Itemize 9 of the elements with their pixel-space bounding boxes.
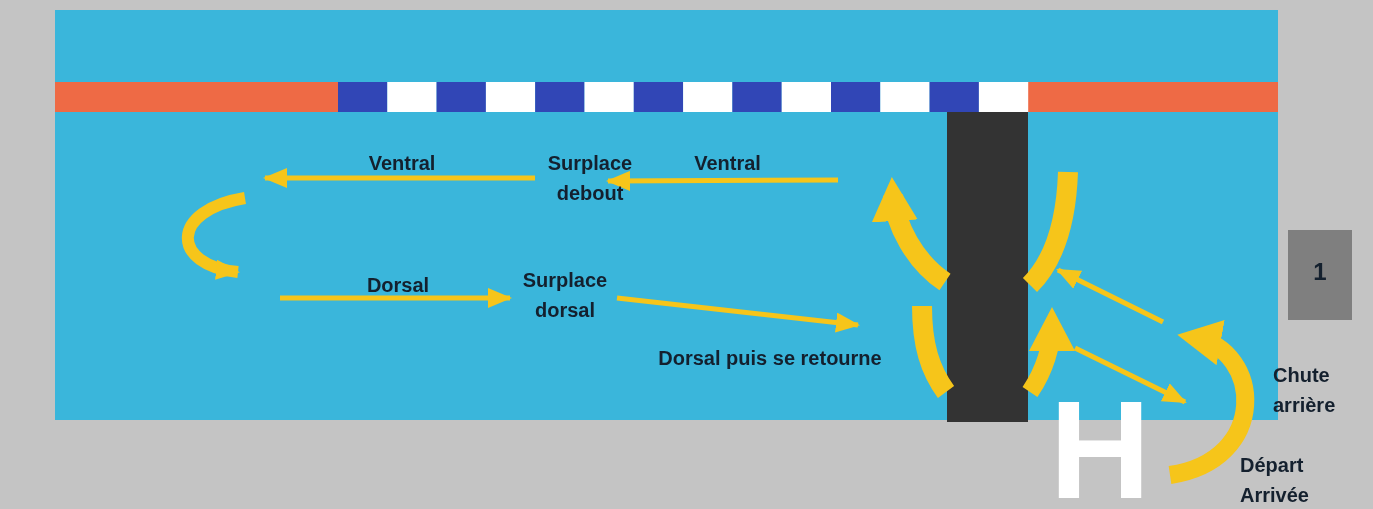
route-label: Surplace debout	[546, 151, 634, 206]
route-label: Ventral	[693, 151, 762, 176]
deck-letter: H	[1048, 396, 1152, 504]
route-label: Ventral	[367, 151, 437, 176]
route-label: Départ Arrivée	[1240, 453, 1310, 508]
lane-number: 1	[1288, 230, 1352, 320]
route-label: Dorsal puis se retourne	[657, 346, 883, 371]
route-label: Dorsal	[365, 273, 431, 298]
route-label: Surplace dorsal	[521, 268, 609, 323]
